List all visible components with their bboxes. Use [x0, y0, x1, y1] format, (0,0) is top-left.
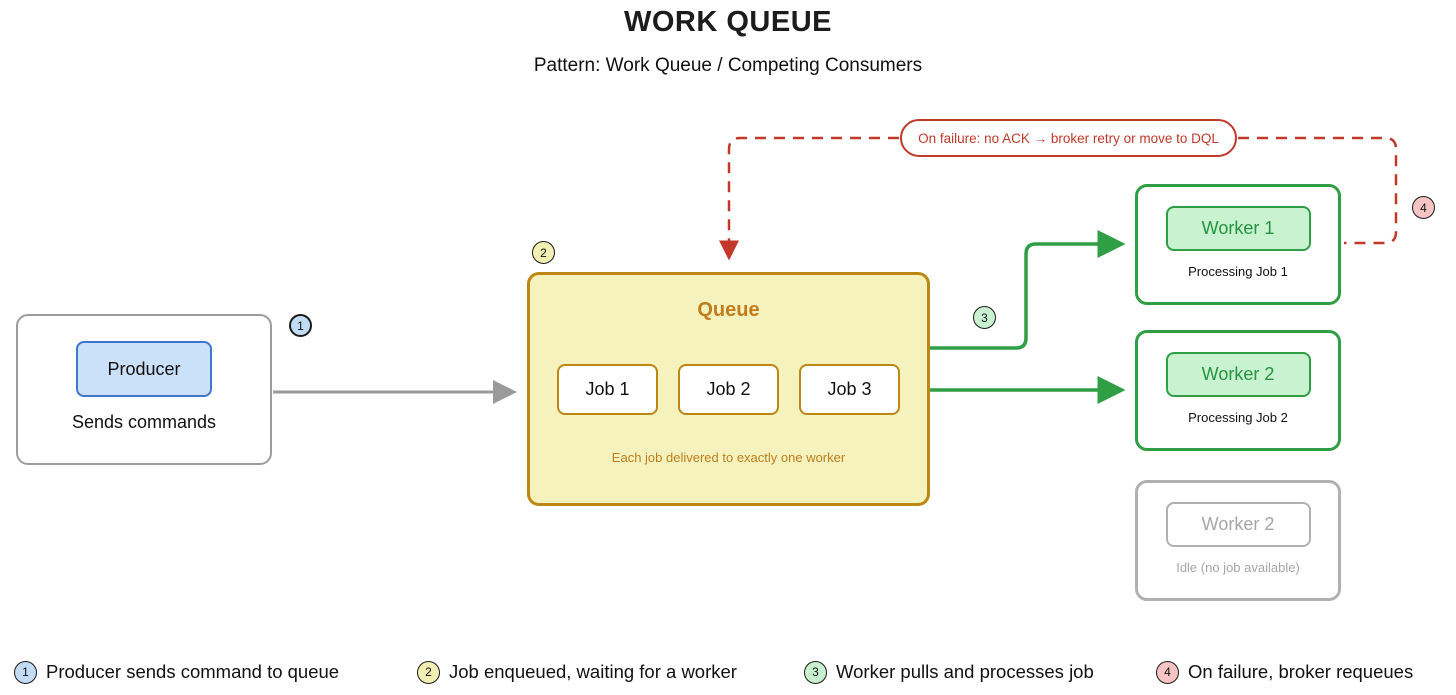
legend-item-3: 3 Worker pulls and processes job	[804, 659, 1094, 685]
legend-item-2: 2 Job enqueued, waiting for a worker	[417, 659, 737, 685]
worker2-node: Worker 2 Processing Job 2	[1135, 330, 1341, 451]
legend-badge-2: 2	[417, 660, 440, 684]
arrow-failure-to-queue	[719, 136, 899, 261]
legend-text-3: Worker pulls and processes job	[836, 661, 1094, 682]
worker1-label: Worker 1	[1201, 218, 1275, 238]
legend-badge-1: 1	[14, 660, 37, 684]
step-badge-3: 3	[973, 306, 996, 329]
job-item-2: Job 2	[678, 364, 779, 415]
worker1-status: Processing Job 1	[1188, 264, 1288, 279]
arrow-queue-to-worker1	[930, 230, 1126, 350]
worker1-node: Worker 1 Processing Job 1	[1135, 184, 1341, 305]
page-subtitle: Pattern: Work Queue / Competing Consumer…	[533, 55, 923, 76]
idle-worker-node: Worker 2 Idle (no job available)	[1135, 480, 1341, 601]
queue-caption: Each job delivered to exactly one worker	[611, 450, 846, 465]
producer-node: Producer Sends commands	[16, 314, 272, 465]
queue-title: Queue	[697, 299, 760, 321]
worker2-label-box: Worker 2	[1165, 352, 1311, 397]
legend-badge-4: 4	[1156, 660, 1179, 684]
job-item-3: Job 3	[799, 364, 900, 415]
legend-text-4: On failure, broker requeues	[1188, 661, 1414, 682]
failure-callout-text: On failure: no ACK → broker retry or mov…	[918, 130, 1219, 146]
worker1-label-box: Worker 1	[1165, 206, 1311, 251]
queue-jobs-row: Job 1 Job 2 Job 3	[530, 364, 927, 415]
job-item-1: Job 1	[557, 364, 658, 415]
worker2-label: Worker 2	[1201, 364, 1275, 384]
step-badge-2: 2	[532, 241, 555, 264]
legend-badge-3: 3	[804, 660, 827, 684]
idle-worker-label: Worker 2	[1201, 514, 1275, 534]
producer-caption: Sends commands	[71, 412, 217, 432]
idle-worker-status: Idle (no job available)	[1176, 560, 1300, 575]
legend-item-1: 1 Producer sends command to queue	[14, 659, 339, 685]
step-badge-1: 1	[289, 314, 312, 337]
producer-label: Producer	[107, 358, 181, 379]
worker2-status: Processing Job 2	[1188, 410, 1288, 425]
idle-worker-label-box: Worker 2	[1165, 502, 1311, 547]
producer-label-box: Producer	[76, 341, 212, 397]
legend-item-4: 4 On failure, broker requeues	[1156, 659, 1413, 685]
legend-text-1: Producer sends command to queue	[46, 661, 340, 682]
legend-text-2: Job enqueued, waiting for a worker	[449, 661, 737, 682]
queue-node: Queue Job 1 Job 2 Job 3 Each job deliver…	[527, 272, 930, 506]
step-badge-4: 4	[1412, 196, 1435, 219]
page-title: WORK QUEUE	[624, 6, 832, 38]
failure-callout: On failure: no ACK → broker retry or mov…	[900, 119, 1237, 157]
